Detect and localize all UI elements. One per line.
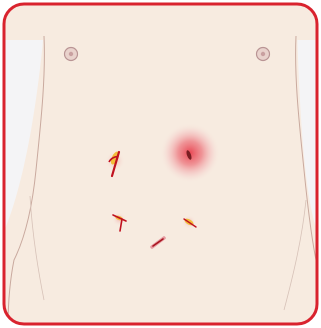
right-nipple [257, 48, 270, 61]
torso-skin [0, 30, 321, 328]
navel-inflamed-wound [160, 123, 220, 183]
left-nipple [65, 48, 78, 61]
right-lower-incision [182, 215, 196, 229]
